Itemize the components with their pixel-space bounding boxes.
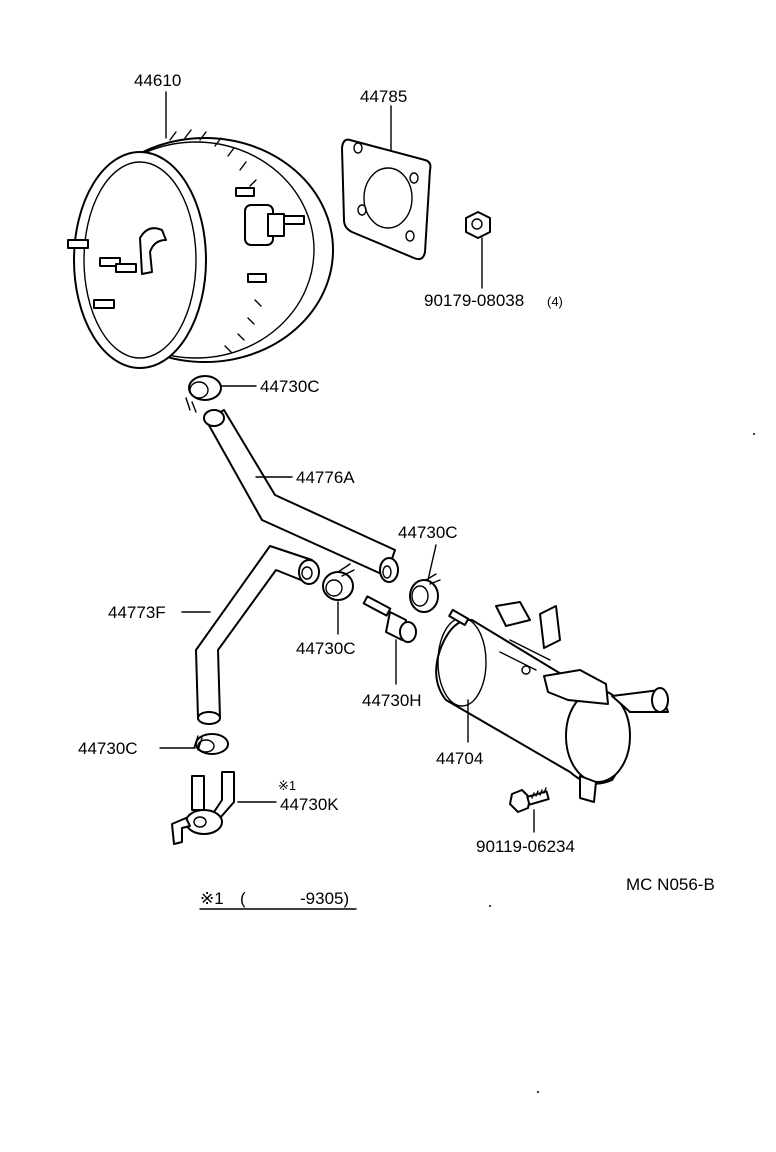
diagram-code: MC N056-B (626, 875, 715, 894)
scan-dot (753, 433, 755, 435)
tank-bolt[interactable] (509, 787, 550, 813)
union-mark: ※1 (278, 778, 296, 793)
booster-gasket[interactable] (341, 138, 432, 261)
vacuum-hose-upper[interactable] (203, 409, 399, 583)
clamp-mid-right-label: 44730C (398, 523, 458, 542)
footnote-mark: ※1 (200, 889, 224, 908)
clamp-top-label: 44730C (260, 377, 320, 396)
booster-label: 44610 (134, 71, 181, 90)
check-valve[interactable] (362, 595, 417, 643)
face-stud (67, 239, 137, 309)
vacuum-hose-lower[interactable] (195, 545, 320, 725)
nut-quantity: (4) (547, 294, 563, 309)
hose-clamp[interactable] (185, 375, 222, 413)
check-valve-label: 44730H (362, 691, 422, 710)
nut-label: 90179-08038 (424, 291, 524, 310)
applicability-footnote: ※1 ( -9305) (199, 889, 357, 910)
vacuum-union[interactable] (171, 771, 235, 845)
vacuum-tank[interactable] (435, 601, 669, 803)
tank-label: 44704 (436, 749, 483, 768)
scan-dot (537, 1091, 539, 1093)
hose-clamp[interactable] (193, 733, 229, 755)
gasket-label: 44785 (360, 87, 407, 106)
hose-lower-label: 44773F (108, 603, 166, 622)
hose-clamp[interactable] (322, 563, 355, 601)
booster-nut[interactable] (465, 211, 491, 239)
clamp-mid-left-label: 44730C (296, 639, 356, 658)
brake-booster[interactable] (67, 129, 334, 369)
bolt-label: 90119-06234 (476, 837, 575, 856)
footnote-range-open: ( (240, 889, 246, 908)
hose-clamp[interactable] (409, 573, 441, 613)
clamp-bottom-label: 44730C (78, 739, 138, 758)
footnote-code: -9305) (300, 889, 349, 908)
union-label: 44730K (280, 795, 339, 814)
scan-dot (489, 905, 491, 907)
hose-upper-label: 44776A (296, 468, 355, 487)
